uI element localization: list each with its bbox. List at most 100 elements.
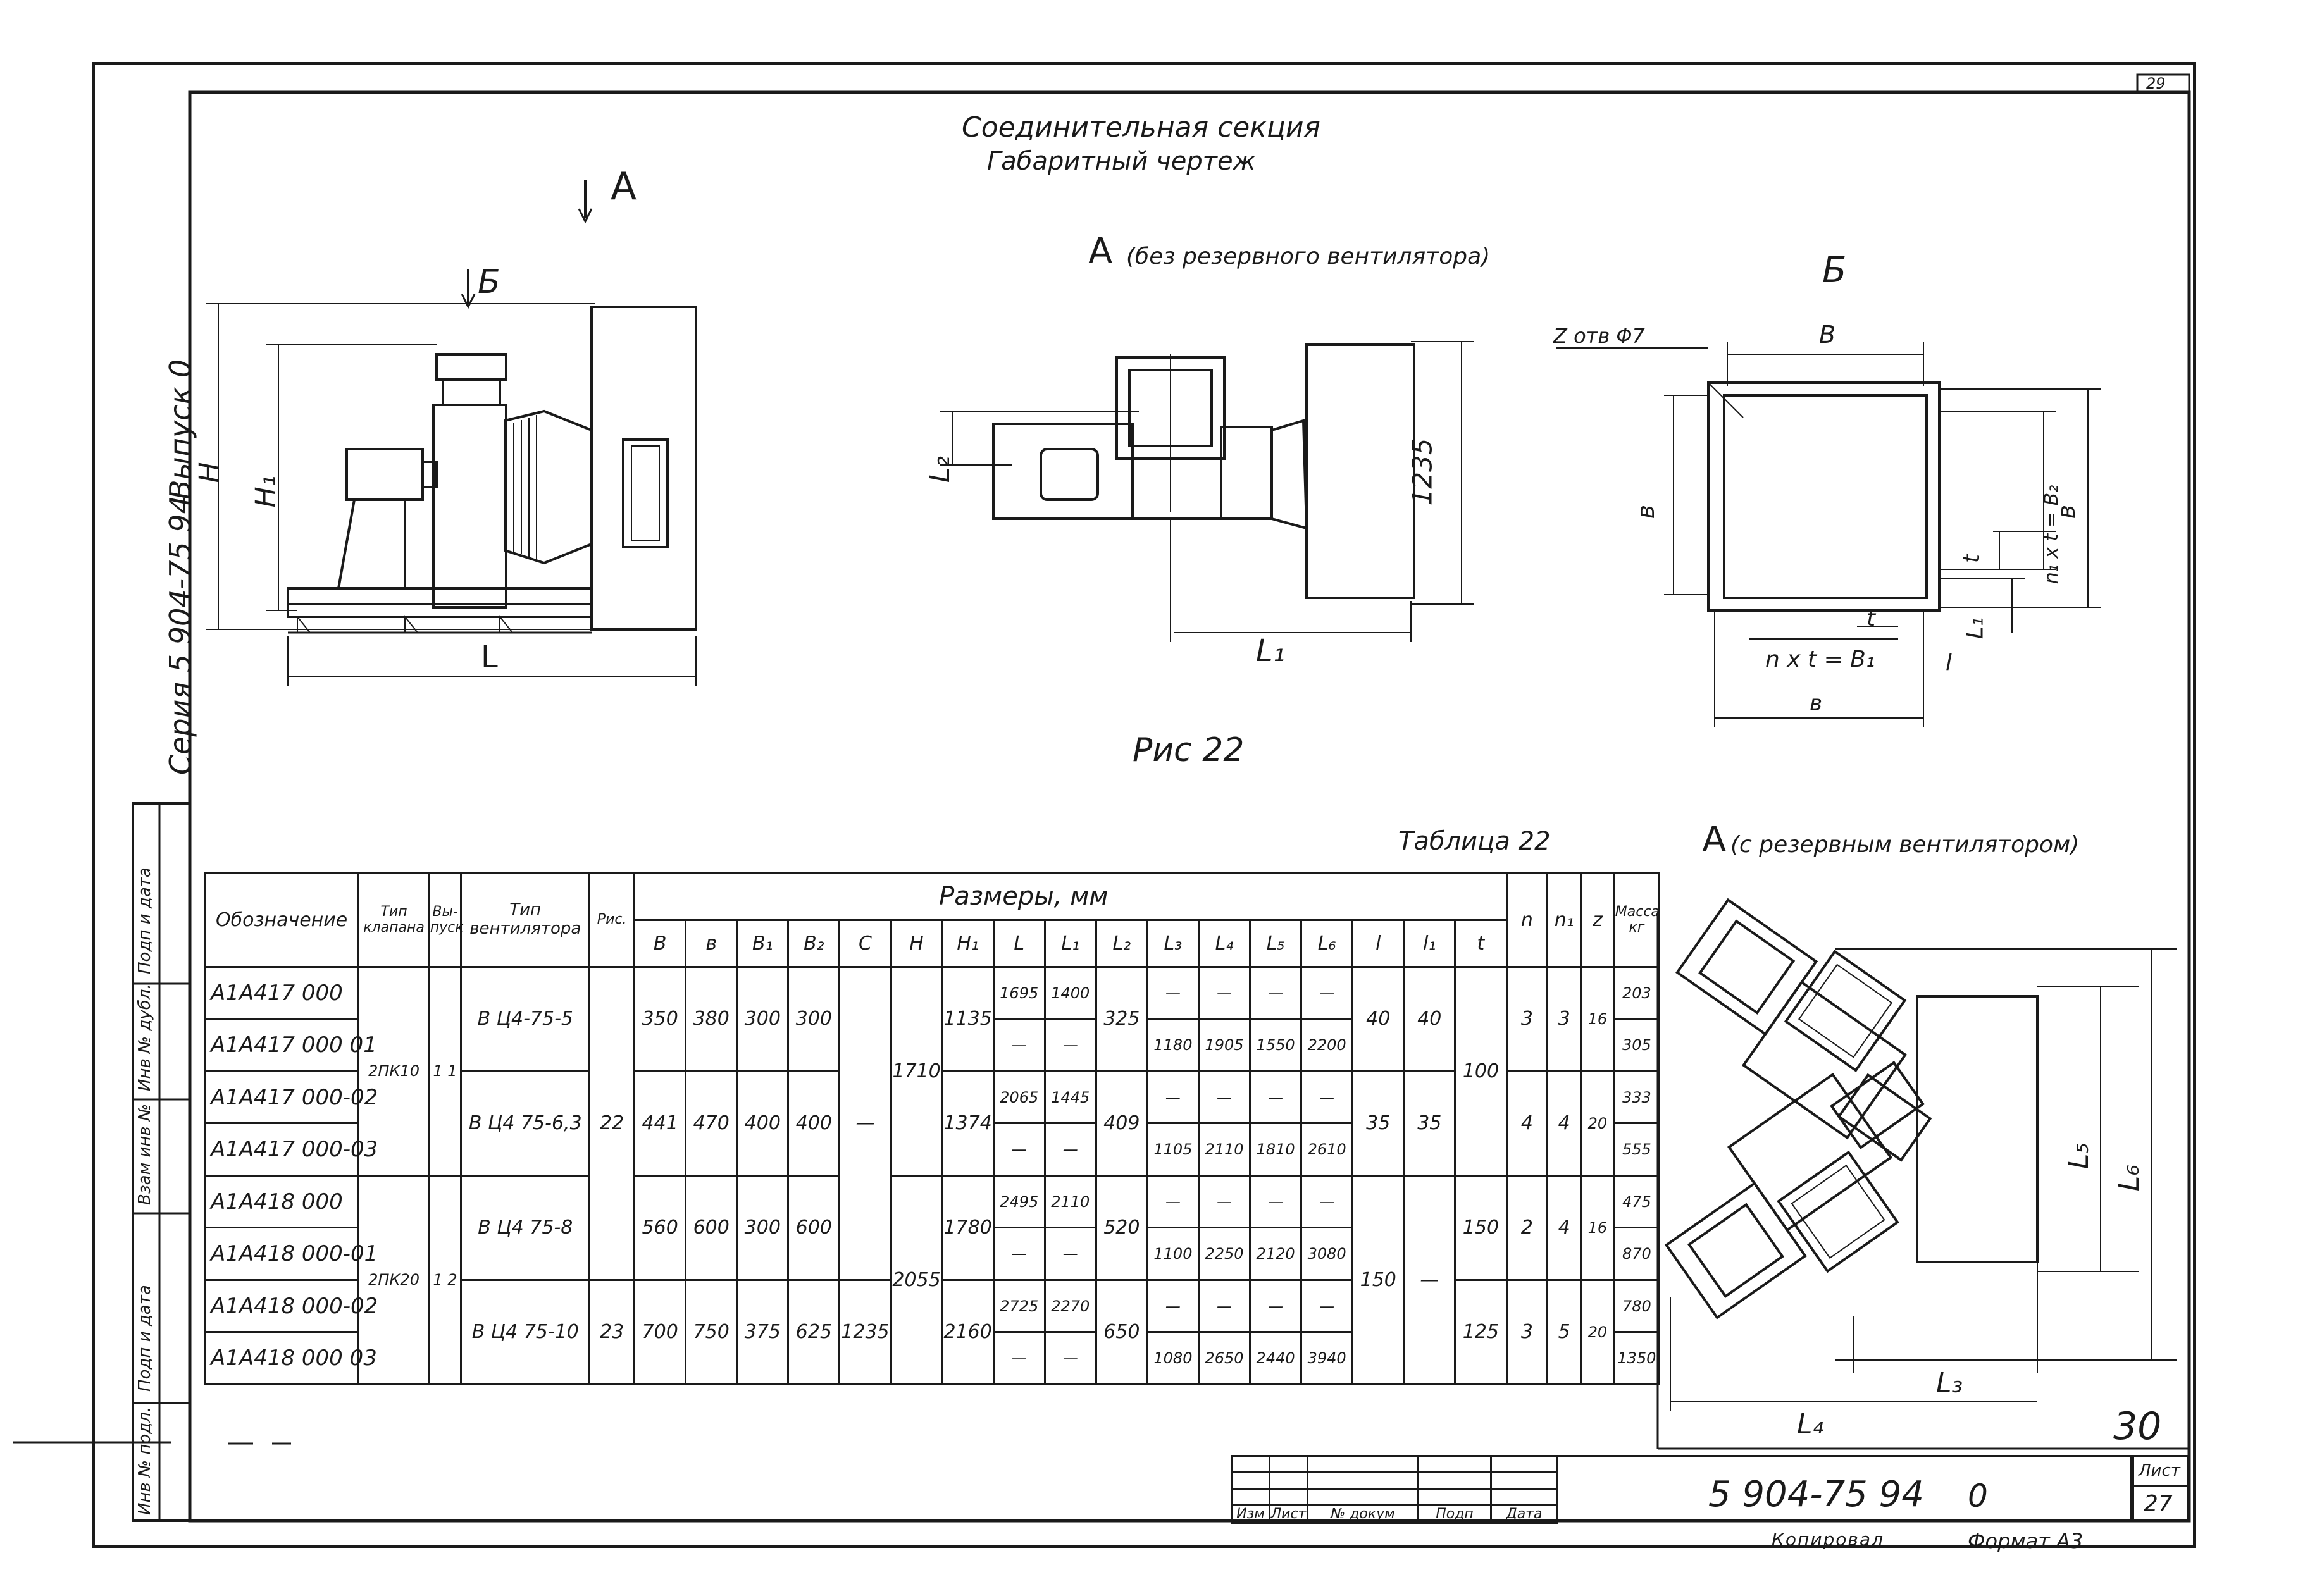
drawing-title-line2: Габаритный чертеж	[987, 147, 1256, 176]
b-cell: 600	[685, 1174, 738, 1281]
z-cell: 16	[1580, 1174, 1615, 1281]
table-caption: Таблица 22	[1398, 827, 1551, 856]
t-cell: 150	[1454, 1174, 1508, 1281]
col-L1: L₁	[1043, 919, 1097, 968]
B2-cell: 625	[787, 1278, 841, 1386]
L6-cell: 2200	[1300, 1018, 1354, 1072]
col-H: H	[890, 919, 943, 968]
figure-caption: Рис 22	[1133, 731, 1245, 769]
dim-L5: L₅	[2063, 1142, 2096, 1170]
L1-cell: 1445	[1043, 1070, 1097, 1125]
z-cell: 20	[1580, 1070, 1615, 1177]
n1-cell: 5	[1546, 1278, 1582, 1386]
L4-cell: 2250	[1197, 1227, 1251, 1281]
doc-variant: 0	[1968, 1478, 1988, 1514]
L3-cell: —	[1146, 1278, 1200, 1333]
dim-B-top: B	[1819, 321, 1836, 349]
n-cell: 3	[1505, 966, 1549, 1072]
L5-cell: 1550	[1249, 1018, 1303, 1072]
t-cell: 125	[1454, 1278, 1508, 1386]
n-cell: 3	[1505, 1278, 1549, 1386]
L3-cell: —	[1146, 1174, 1200, 1229]
side-stamp-1: Инв № дубл.	[135, 984, 154, 1091]
dim-nxt-B1: n x t = B₁	[1765, 646, 1875, 672]
dim-b-bottom: в	[1810, 691, 1823, 716]
col-t: t	[1454, 919, 1508, 968]
L-cell: 2065	[992, 1070, 1046, 1125]
dim-L1-right: L₁	[1962, 617, 1989, 640]
col-L5: L₅	[1249, 919, 1303, 968]
B1-cell: 400	[736, 1070, 790, 1177]
view-a2-caption: А	[1702, 819, 1727, 860]
L1-cell: —	[1043, 1122, 1097, 1177]
view-a-note: (без резервного вентилятора)	[1126, 244, 1491, 269]
H1-cell: 1135	[941, 966, 995, 1072]
col-B2: B₂	[787, 919, 841, 968]
designation-cell: А1А417 000-02	[203, 1070, 378, 1125]
n-cell: 2	[1505, 1174, 1549, 1281]
col-H1: H₁	[941, 919, 995, 968]
dim-L1: L₁	[1256, 633, 1285, 669]
z-cell: 20	[1580, 1278, 1615, 1386]
holes-note: Z отв Φ7	[1553, 324, 1645, 348]
L-cell: —	[992, 1227, 1046, 1281]
mass-cell: 203	[1613, 965, 1661, 1020]
view-b	[1556, 342, 2101, 727]
sheet-number-divider	[2132, 1485, 2189, 1487]
L2-cell: 325	[1095, 966, 1148, 1072]
L2-cell: 650	[1095, 1278, 1148, 1386]
L-cell: 1695	[992, 965, 1046, 1020]
fan-type-cell: В Ц4 75-6,3	[460, 1070, 591, 1177]
fan-type-cell: В Ц4 75-10	[460, 1278, 591, 1386]
H-cell: 1710	[890, 966, 943, 1177]
stamp-col-doc: № докум	[1307, 1504, 1419, 1524]
col-B1: B₁	[736, 919, 790, 968]
header-sizes: Размеры, мм	[633, 872, 1508, 921]
dim-L3: L₃	[1936, 1367, 1963, 1399]
col-b: в	[685, 919, 738, 968]
L2-cell: 409	[1095, 1070, 1148, 1177]
L1-cell: 1400	[1043, 965, 1097, 1020]
L6-cell: 3940	[1300, 1331, 1354, 1385]
L4-cell: 2650	[1197, 1331, 1251, 1385]
table-row: А1А418 000 03 — — 1080 2650 2440 3940 13…	[203, 1331, 1661, 1385]
dim-L4: L₄	[1797, 1408, 1824, 1440]
H-cell: 2055	[890, 1174, 943, 1386]
l-cell: 35	[1351, 1070, 1405, 1177]
L5-cell: 2440	[1249, 1331, 1303, 1385]
L-cell: —	[992, 1018, 1046, 1072]
dim-L: L	[481, 640, 498, 675]
L1-cell: 2110	[1043, 1174, 1097, 1229]
view-a-arrow-label: А	[611, 164, 637, 209]
view-a-caption: А	[1088, 231, 1113, 272]
L5-cell: —	[1249, 1174, 1303, 1229]
title-block-grid: Изм Лист № докум Подп Дата	[1231, 1455, 1558, 1524]
sheet-label: Лист	[2139, 1461, 2180, 1480]
L-cell: 2495	[992, 1174, 1046, 1229]
L4-cell: —	[1197, 1278, 1251, 1333]
valve-type-cell: 2ПК10	[357, 966, 430, 1177]
L3-cell: —	[1146, 965, 1200, 1020]
L5-cell: —	[1249, 965, 1303, 1020]
col-L6: L₆	[1300, 919, 1354, 968]
sheet-number: 27	[2144, 1491, 2173, 1517]
header-designation: Обозначение	[203, 872, 360, 968]
format-label: Формат А3	[1968, 1529, 2084, 1553]
L3-cell: 1105	[1146, 1122, 1200, 1177]
col-L: L	[992, 919, 1046, 968]
L2-cell: 520	[1095, 1174, 1148, 1281]
dim-H1: H₁	[249, 475, 282, 508]
col-l: l	[1351, 919, 1405, 968]
drawing-title-line1: Соединительная секция	[962, 111, 1320, 144]
l-cell: 40	[1351, 966, 1405, 1072]
view-b-caption: Б	[1822, 250, 1847, 291]
L3-cell: —	[1146, 1070, 1200, 1125]
header-n1: n₁	[1546, 872, 1582, 968]
sheet-number-box	[2132, 1455, 2189, 1521]
L1-cell: —	[1043, 1227, 1097, 1281]
dim-n1xt-B2: n₁ x t = B₂	[2040, 485, 2063, 585]
side-view	[206, 180, 697, 686]
side-stamp	[132, 802, 191, 1522]
L4-cell: —	[1197, 965, 1251, 1020]
b-cell: 380	[685, 966, 738, 1072]
